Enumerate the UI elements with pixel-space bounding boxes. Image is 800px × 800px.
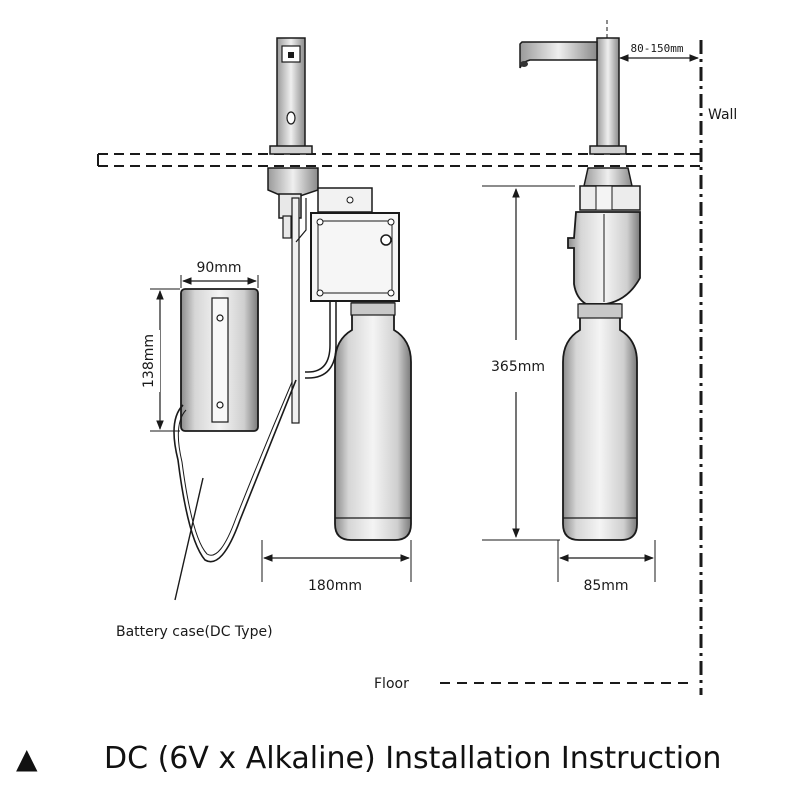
battery-height-dimension: 138mm bbox=[140, 288, 180, 432]
title-text: DC (6V x Alkaline) Installation Instruct… bbox=[104, 741, 721, 776]
battery-width-label: 90mm bbox=[196, 260, 241, 276]
battery-case bbox=[173, 288, 297, 601]
left-bottle bbox=[334, 302, 412, 541]
left-dispenser bbox=[267, 37, 412, 541]
right-width-label: 85mm bbox=[583, 578, 628, 594]
wall-label: Wall bbox=[708, 107, 737, 123]
control-box bbox=[310, 212, 400, 302]
battery-width-dimension: 90mm bbox=[180, 260, 259, 288]
title-marker: ▲ bbox=[16, 742, 38, 775]
right-spout bbox=[596, 37, 620, 151]
right-bottle bbox=[562, 303, 638, 541]
countertop bbox=[97, 153, 700, 167]
wall-offset-dimension: 80-150mm bbox=[619, 42, 699, 62]
battery-cable bbox=[173, 379, 297, 563]
floor-label: Floor bbox=[374, 676, 409, 692]
total-height-label: 365mm bbox=[491, 359, 545, 375]
left-width-dimension: 180mm bbox=[261, 540, 412, 594]
left-width-label: 180mm bbox=[308, 578, 362, 594]
right-width-dimension: 85mm bbox=[557, 540, 656, 594]
total-height-dimension: 365mm bbox=[482, 185, 575, 541]
battery-height-label: 138mm bbox=[141, 334, 157, 388]
battery-case-label: Battery case(DC Type) bbox=[116, 624, 273, 640]
right-dispenser bbox=[519, 20, 641, 541]
wall-offset-label: 80-150mm bbox=[631, 42, 684, 55]
